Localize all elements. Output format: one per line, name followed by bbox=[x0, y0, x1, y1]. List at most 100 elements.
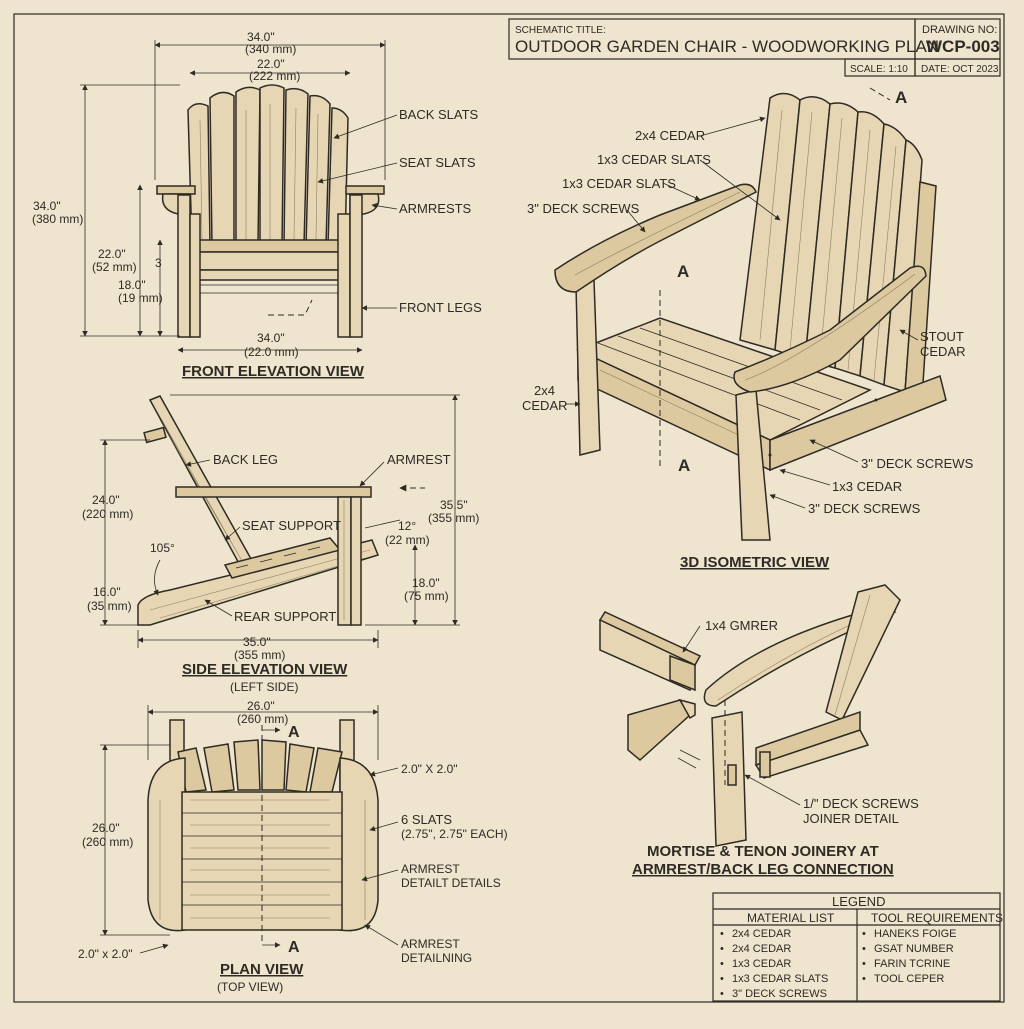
joinery-label-screws: 1/" DECK SCREWS bbox=[803, 796, 919, 811]
legend-tool-item: TOOL CEPER bbox=[874, 973, 944, 985]
side-dim-overall: 35.5" bbox=[440, 498, 468, 512]
legend-material-bullet: • bbox=[720, 958, 724, 970]
label-front-legs: FRONT LEGS bbox=[399, 300, 482, 315]
iso-label-stout-2: CEDAR bbox=[920, 344, 966, 359]
front-dimensions: 34.0" (340 mm) 22.0" (222 mm) 34.0" (380… bbox=[32, 30, 386, 359]
schematic-label: SCHEMATIC TITLE: bbox=[515, 25, 606, 36]
plan-dim-depth: 26.0" bbox=[92, 821, 120, 835]
side-dim-depth-mm: (355 mm) bbox=[234, 648, 285, 662]
plan-view-drawing bbox=[147, 719, 379, 948]
front-dim-inner-mm: (222 mm) bbox=[249, 69, 300, 83]
legend-material-item: 1x3 CEDAR SLATS bbox=[732, 973, 828, 985]
front-dim-height: 34.0" bbox=[33, 199, 61, 213]
iso-label-2x4: 2x4 CEDAR bbox=[635, 128, 705, 143]
label-slats: 6 SLATS bbox=[401, 812, 452, 827]
legend-material-item: 1x3 CEDAR bbox=[732, 958, 791, 970]
side-view-title: SIDE ELEVATION VIEW bbox=[182, 661, 348, 678]
side-dim-angle-small: 12° bbox=[398, 519, 416, 533]
side-dimensions: 24.0" (220 mm) 105° 16.0" (35 mm) 12° (2… bbox=[82, 394, 479, 662]
plan-labels: A A 6 SLATS (2.75", 2.75" EACH) ARMREST … bbox=[217, 724, 508, 994]
front-dim-bottom-mm: (22.0 mm) bbox=[244, 345, 299, 359]
label-seat-slats: SEAT SLATS bbox=[399, 155, 476, 170]
section-marker-a-top: A bbox=[288, 724, 300, 741]
joinery-labels: 1x4 GMRER 1/" DECK SCREWS JOINER DETAIL … bbox=[632, 618, 919, 878]
side-dim-angle-small-mm: (22 mm) bbox=[385, 533, 430, 547]
legend-title: LEGEND bbox=[832, 894, 885, 909]
iso-label-slats-1: 1x3 CEDAR SLATS bbox=[597, 152, 711, 167]
legend-tool-item: FARIN TCRINE bbox=[874, 958, 950, 970]
front-dim-mark: 3 bbox=[155, 256, 162, 270]
side-view-subtitle: (LEFT SIDE) bbox=[230, 680, 298, 694]
side-dim-depth: 35.0" bbox=[243, 635, 271, 649]
front-dim-mid: 22.0" bbox=[98, 247, 126, 261]
drawing-number: WCP-003 bbox=[926, 37, 1000, 56]
legend-table: LEGEND MATERIAL LIST TOOL REQUIREMENTS •… bbox=[712, 892, 1003, 1002]
front-dim-low-mm: (19 mm) bbox=[118, 291, 163, 305]
label-slats-detail: (2.75", 2.75" EACH) bbox=[401, 827, 508, 841]
legend-tool-header: TOOL REQUIREMENTS bbox=[871, 911, 1003, 925]
legend-tool-item: HANEKS FOIGE bbox=[874, 928, 957, 940]
label-armrest-detailing: ARMREST bbox=[401, 937, 460, 951]
legend-material-item: 3" DECK SCREWS bbox=[732, 988, 827, 1000]
drawing-no-label: DRAWING NO: bbox=[922, 24, 997, 36]
front-dim-bottom: 34.0" bbox=[257, 331, 285, 345]
legend-tool-bullet: • bbox=[862, 958, 866, 970]
title-block: SCHEMATIC TITLE: OUTDOOR GARDEN CHAIR - … bbox=[508, 18, 1001, 77]
plan-dim-post-bottom: 2.0" x 2.0" bbox=[78, 947, 133, 961]
side-dim-angle: 105° bbox=[150, 541, 175, 555]
legend-tool-bullet: • bbox=[862, 973, 866, 985]
legend-material-bullet: • bbox=[720, 973, 724, 985]
legend-material-bullet: • bbox=[720, 928, 724, 940]
label-armrest-detail: ARMREST bbox=[401, 862, 460, 876]
sheet-border bbox=[13, 13, 1005, 1003]
front-dim-inner: 22.0" bbox=[257, 57, 285, 71]
iso-label-2x4-left: 2x4 bbox=[534, 383, 555, 398]
label-armrest-detail-2: DETAILT DETAILS bbox=[401, 876, 501, 890]
scale-text: SCALE: 1:10 bbox=[850, 64, 908, 75]
label-armrests: ARMRESTS bbox=[399, 201, 472, 216]
plan-dim-width-mm: (260 mm) bbox=[237, 712, 288, 726]
label-back-slats: BACK SLATS bbox=[399, 107, 479, 122]
joinery-drawing bbox=[598, 584, 901, 847]
front-dim-top: 34.0" bbox=[247, 30, 275, 44]
iso-label-slats-2: 1x3 CEDAR SLATS bbox=[562, 176, 676, 191]
plan-dim-depth-mm: (260 mm) bbox=[82, 835, 133, 849]
side-dim-upper: 24.0" bbox=[92, 493, 120, 507]
legend-material-bullet: • bbox=[720, 943, 724, 955]
plan-dimensions: 26.0" (260 mm) 26.0" (260 mm) 2.0" X 2.0… bbox=[78, 699, 458, 961]
side-elevation-drawing bbox=[137, 395, 379, 626]
isometric-labels: A A A 2x4 CEDAR 1x3 CEDAR SLATS 1x3 CEDA… bbox=[522, 88, 974, 571]
side-dim-lower: 16.0" bbox=[93, 585, 121, 599]
iso-section-a1: A bbox=[895, 88, 907, 107]
iso-label-stout: STOUT bbox=[920, 329, 964, 344]
iso-section-a2: A bbox=[677, 262, 689, 281]
joinery-label-joiner: JOINER DETAIL bbox=[803, 811, 899, 826]
label-armrest-detailing-2: DETAILNING bbox=[401, 951, 472, 965]
side-dim-front-mm: (75 mm) bbox=[404, 589, 449, 603]
iso-label-1x3: 1x3 CEDAR bbox=[832, 479, 902, 494]
joinery-label-top: 1x4 GMRER bbox=[705, 618, 778, 633]
legend-tool-item: GSAT NUMBER bbox=[874, 943, 954, 955]
label-back-leg: BACK LEG bbox=[213, 452, 278, 467]
front-elevation-drawing bbox=[156, 84, 385, 338]
plan-dim-post: 2.0" X 2.0" bbox=[401, 762, 458, 776]
legend-material-header: MATERIAL LIST bbox=[747, 911, 835, 925]
front-dim-height-mm: (380 mm) bbox=[32, 212, 83, 226]
legend-material-item: 2x4 CEDAR bbox=[732, 928, 791, 940]
plan-view-title: PLAN VIEW bbox=[220, 961, 304, 978]
side-dim-front: 18.0" bbox=[412, 576, 440, 590]
side-dim-upper-mm: (220 mm) bbox=[82, 507, 133, 521]
label-seat-support: SEAT SUPPORT bbox=[242, 518, 341, 533]
front-dim-top-mm: (340 mm) bbox=[245, 42, 296, 56]
label-rear-support: REAR SUPPORT bbox=[234, 609, 336, 624]
plan-view-subtitle: (TOP VIEW) bbox=[217, 980, 283, 994]
section-marker-a-bottom: A bbox=[288, 939, 300, 956]
iso-label-screws-2: 3" DECK SCREWS bbox=[861, 456, 974, 471]
legend-tool-bullet: • bbox=[862, 943, 866, 955]
side-labels: BACK LEG ARMREST SEAT SUPPORT REAR SUPPO… bbox=[182, 452, 451, 694]
legend-tool-bullet: • bbox=[862, 928, 866, 940]
legend-material-bullet: • bbox=[720, 988, 724, 1000]
front-view-title: FRONT ELEVATION VIEW bbox=[182, 363, 365, 380]
